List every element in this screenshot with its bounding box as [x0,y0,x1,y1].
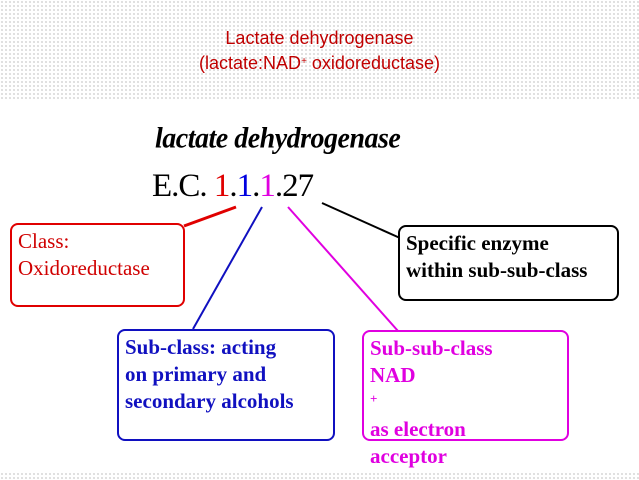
title-line-2-post: oxidoreductase) [306,53,440,73]
specific-enzyme-box: Specific enzyme within sub-sub-class [398,225,619,301]
ec-subclass-digit: 1 [236,168,253,204]
subsubclass-line-2-rest: as electron [370,417,466,441]
diagram-image: lactate dehydrogenase E.C. 1.1.1.27 Clas… [0,100,639,472]
title-line-2: (lactate:NAD+ oxidoreductase) [0,51,639,76]
subsubclass-connector [287,206,399,332]
diagram-heading: lactate dehydrogenase [155,122,401,155]
ec-class-digit: 1 [213,168,230,204]
subclass-box-line-3: secondary alcohols [125,389,294,413]
title-line-1: Lactate dehydrogenase [225,28,414,48]
ec-dot-1: . [229,168,237,204]
class-box-line-1: Class: [18,229,70,253]
subclass-box-line-2: on primary and [125,362,267,386]
title-superscript: + [301,56,307,67]
title-line-2-pre: (lactate:NAD [199,53,302,73]
subclass-box: Sub-class: acting on primary and seconda… [117,329,335,441]
ec-number: E.C. 1.1.1.27 [152,168,314,205]
subsubclass-box-line-3: acceptor [370,444,447,468]
connector-lines [183,202,401,332]
class-box: Class: Oxidoreductase [10,223,185,307]
subsubclass-box-line-1: Sub-sub-class [370,336,493,360]
class-box-line-2: Oxidoreductase [18,256,150,280]
class-connector [183,205,237,228]
subsubclass-box-line-2: NAD + as electron [370,362,561,443]
ec-serial-number: 27 [282,168,314,204]
subsubclass-superscript: + [370,391,378,406]
ec-dot-2: . [252,168,260,204]
ec-subsubclass-digit: 1 [259,168,275,204]
specific-connector [321,202,401,239]
dotted-footer-background [0,472,639,480]
subsubclass-box: Sub-sub-class NAD + as electron acceptor [362,330,569,468]
slide-title: Lactate dehydrogenase (lactate:NAD+ oxid… [0,26,639,76]
subsubclass-nad: NAD [370,363,416,387]
ec-dot-3: . [274,168,283,204]
subclass-box-line-1: Sub-class: acting [125,335,277,359]
specific-box-line-1: Specific enzyme [406,231,549,255]
dotted-header-background [0,0,639,100]
specific-box-line-2: within sub-sub-class [406,258,588,282]
subclass-connector [192,206,263,330]
ec-prefix: E.C. [152,168,214,204]
